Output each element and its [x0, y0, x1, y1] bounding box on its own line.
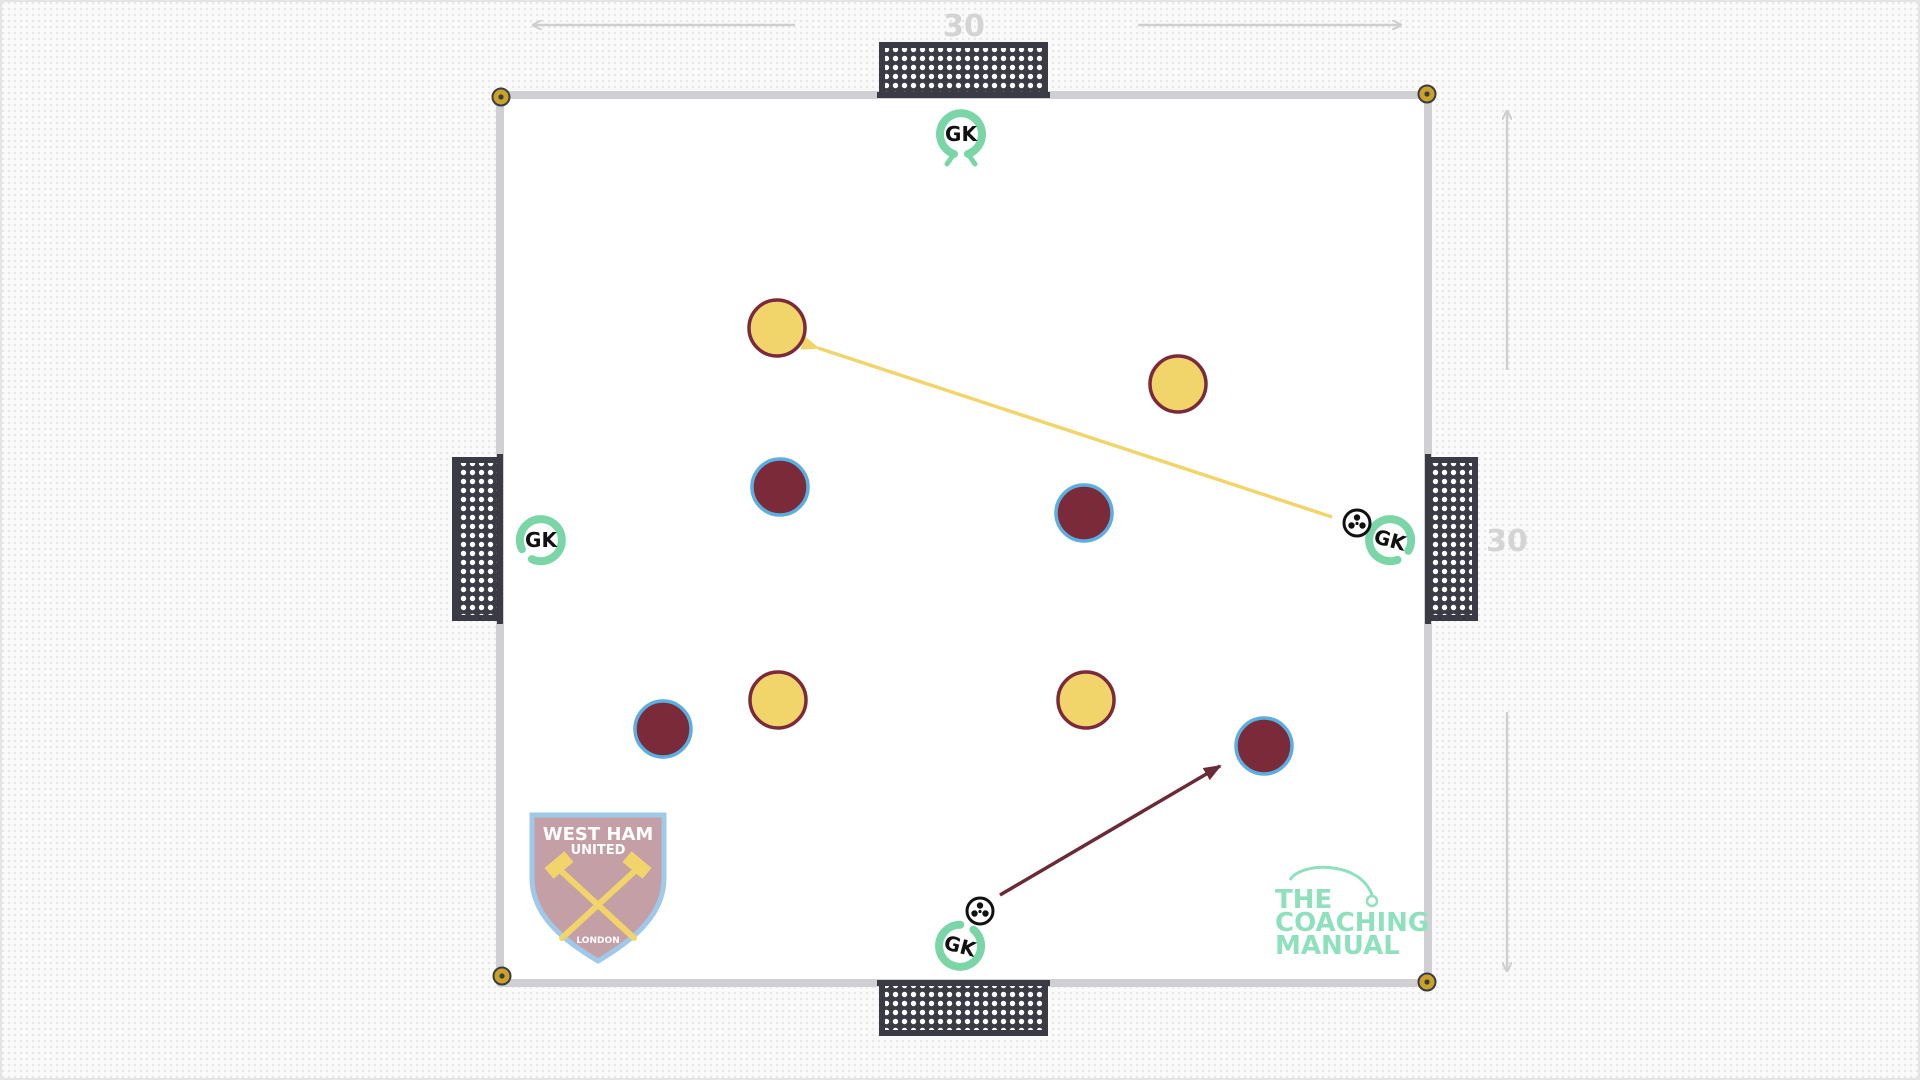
goal-right: [1425, 454, 1478, 624]
gk-label: GK: [525, 528, 558, 552]
claret-player: [633, 699, 693, 759]
goal-bottom: [877, 980, 1050, 1036]
cone: [1417, 972, 1437, 992]
length-label: 30: [1486, 524, 1528, 559]
claret-team: [633, 457, 1294, 776]
ball-icon: [1342, 508, 1372, 538]
logo-line-2: COACHING: [1275, 908, 1429, 938]
logo-line-3: MANUAL: [1275, 931, 1400, 961]
corner-cones: [491, 84, 1437, 992]
pass-arrow-claret: [999, 764, 1222, 897]
goal-top: [877, 42, 1050, 98]
yellow-player: [748, 670, 808, 730]
dimension-top: 30: [534, 9, 1400, 44]
width-label: 30: [943, 9, 985, 44]
pass-arrow-yellow: [800, 336, 1333, 519]
crest-line-3: LONDON: [576, 936, 619, 946]
claret-player: [750, 457, 810, 517]
crest-line-1: WEST HAM: [543, 824, 654, 845]
yellow-player: [1056, 670, 1116, 730]
yellow-player: [1148, 354, 1208, 414]
club-crest: WEST HAM UNITED LONDON: [529, 812, 667, 964]
crest-line-2: UNITED: [571, 843, 626, 858]
cone: [491, 87, 511, 107]
cone: [492, 966, 512, 986]
claret-player: [1234, 716, 1294, 776]
yellow-player: [747, 298, 807, 358]
goalkeeper-left: GK: [515, 515, 566, 566]
ball-icon: [965, 896, 995, 926]
logo-line-1: THE: [1275, 885, 1332, 915]
claret-player: [1054, 483, 1114, 543]
coaching-manual-logo: THE COACHING MANUAL: [1275, 865, 1429, 961]
goal-left: [452, 454, 503, 624]
cone: [1417, 84, 1437, 104]
dimension-right: 30: [1486, 112, 1528, 970]
yellow-team: [747, 298, 1208, 730]
gk-label: GK: [945, 122, 978, 146]
goalkeeper-top: GK: [936, 109, 986, 167]
